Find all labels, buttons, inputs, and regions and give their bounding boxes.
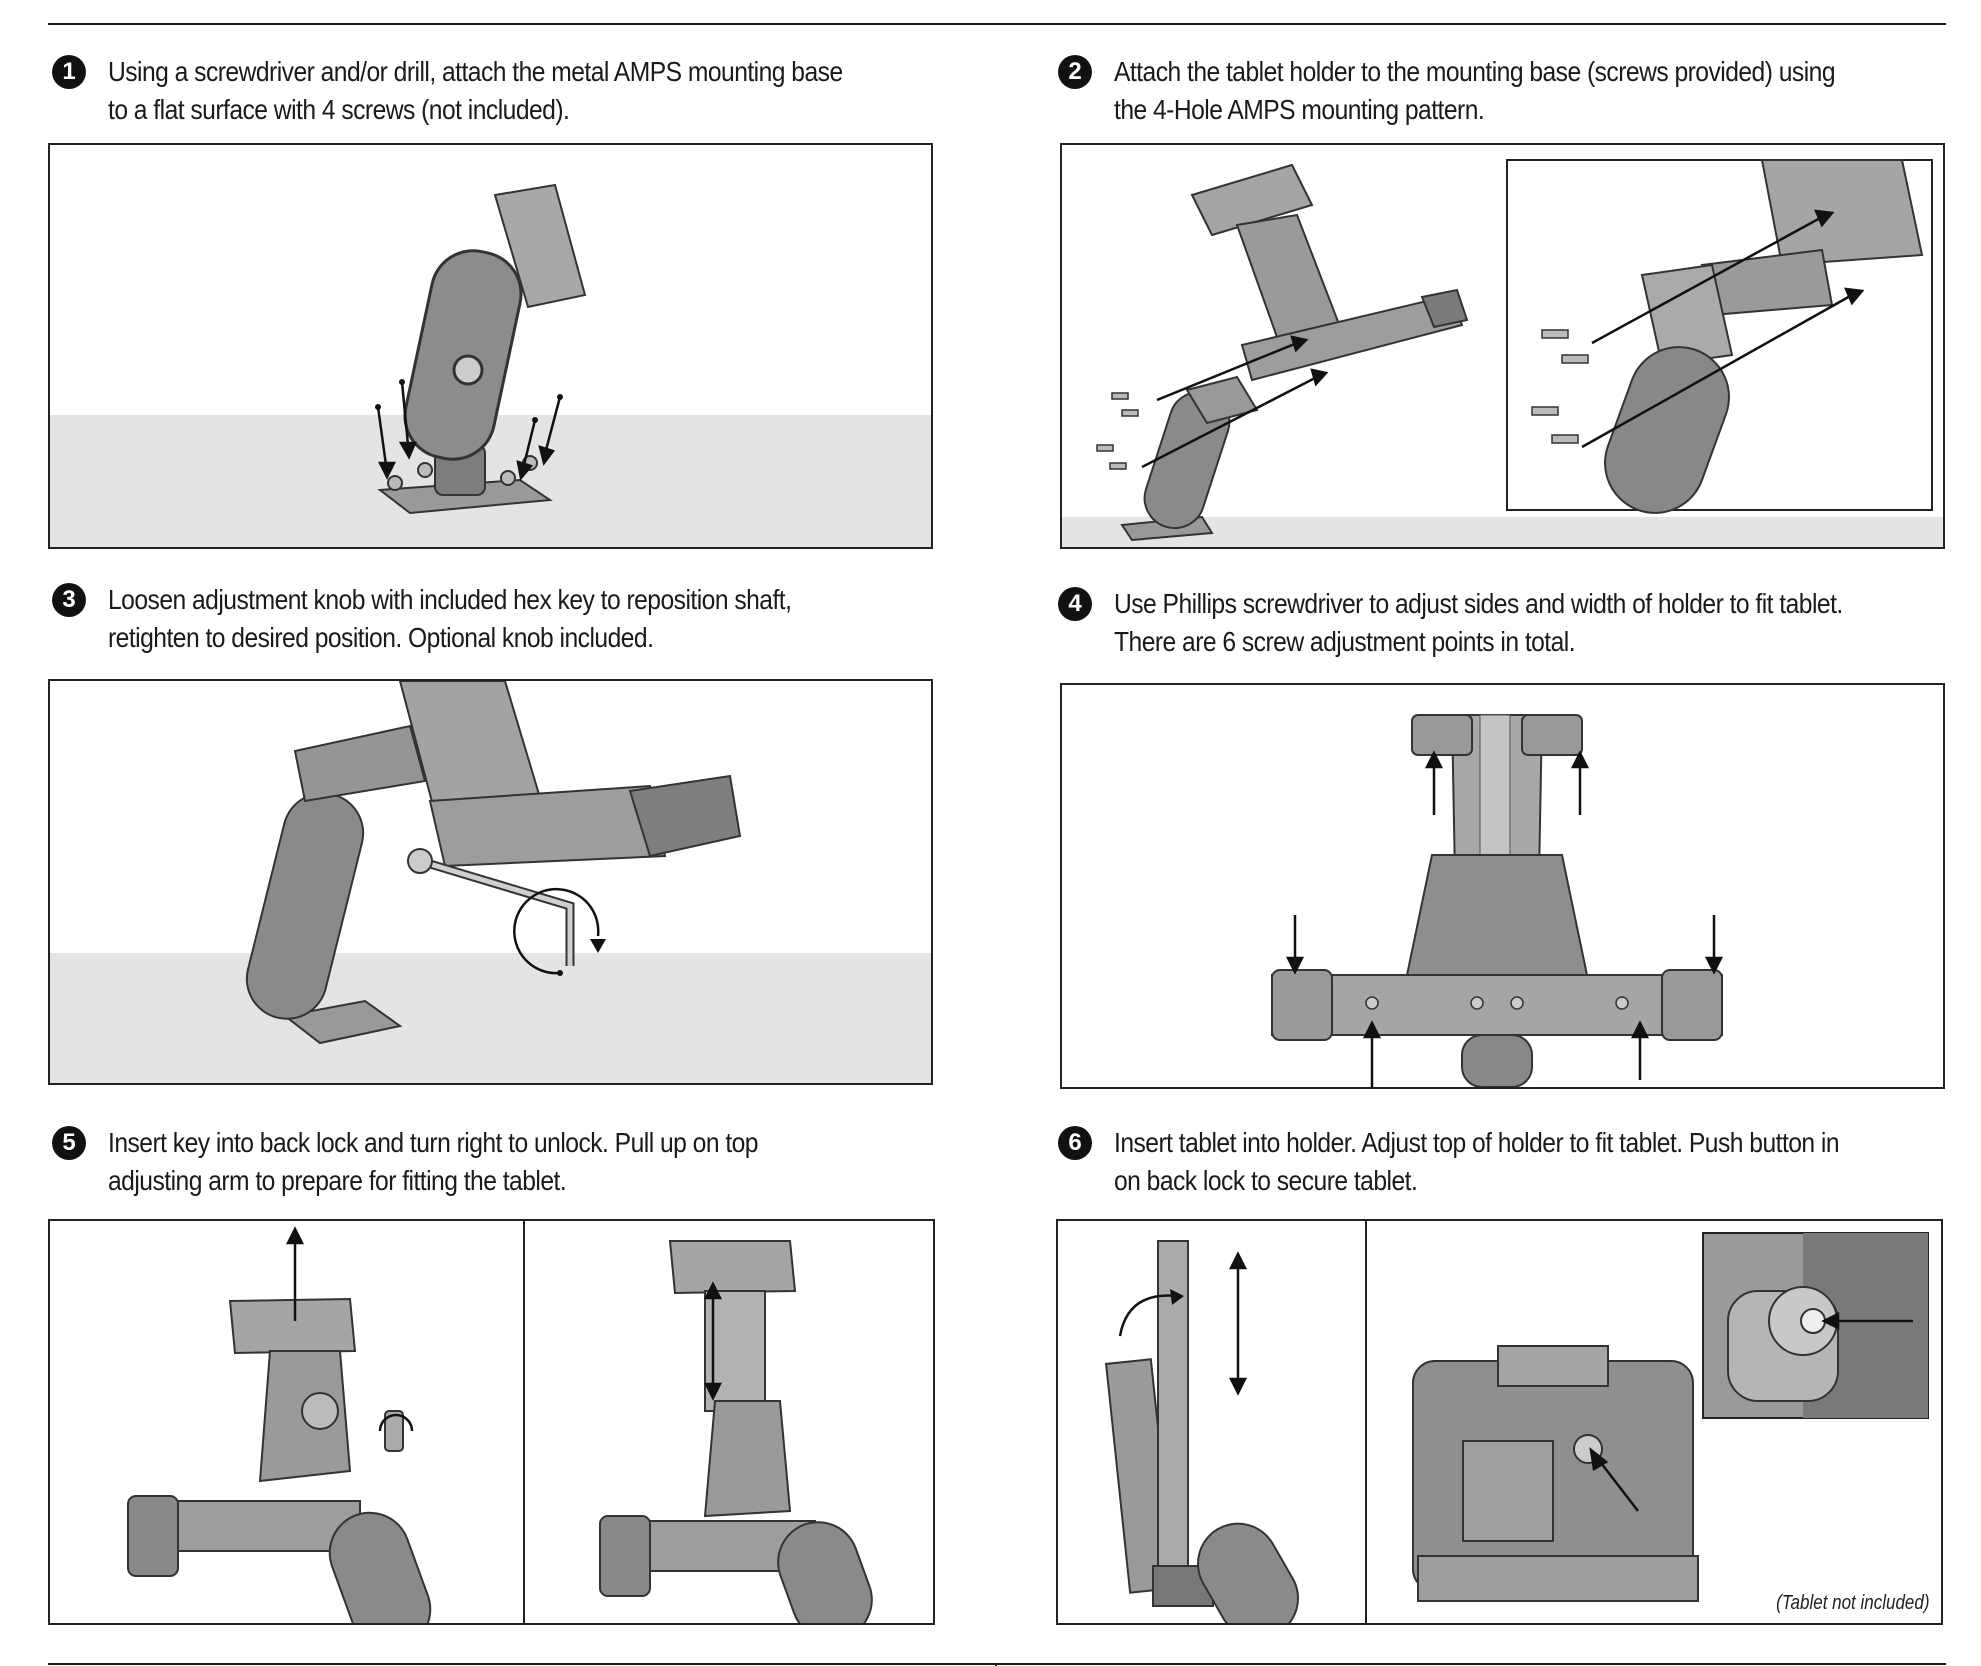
top-rule [48, 23, 1946, 25]
step-6-number: 6 [1058, 1126, 1092, 1160]
step-4-header: 4 Use Phillips screwdriver to adjust sid… [1058, 585, 1942, 661]
step-3-number: 3 [52, 583, 86, 617]
bottom-rule [48, 1663, 1946, 1665]
step-1-line-2: to a flat surface with 4 screws (not inc… [108, 94, 570, 125]
step-6-text: Insert tablet into holder. Adjust top of… [1114, 1124, 1840, 1200]
step-2-text: Attach the tablet holder to the mounting… [1114, 53, 1836, 129]
step-4-number: 4 [1058, 587, 1092, 621]
step-2-illustration [1060, 143, 1945, 549]
step-4-illustration [1060, 683, 1945, 1089]
step-4-line-2: There are 6 screw adjustment points in t… [1114, 626, 1576, 657]
step-6-illustration: (Tablet not included) [1056, 1219, 1943, 1625]
step-3-line-1: Loosen adjustment knob with included hex… [108, 584, 792, 615]
step-5-line-2: adjusting arm to prepare for fitting the… [108, 1165, 567, 1196]
step-1-number: 1 [52, 55, 86, 89]
step-1-header: 1 Using a screwdriver and/or drill, atta… [52, 53, 943, 129]
tablet-not-included-note: (Tablet not included) [1775, 1592, 1929, 1614]
step-4-line-1: Use Phillips screwdriver to adjust sides… [1114, 588, 1843, 619]
step-5-number: 5 [52, 1126, 86, 1160]
step-2-line-2: the 4-Hole AMPS mounting pattern. [1114, 94, 1485, 125]
step-5-text: Insert key into back lock and turn right… [108, 1124, 759, 1200]
step-2-line-1: Attach the tablet holder to the mounting… [1114, 56, 1836, 87]
step-6-line-1: Insert tablet into holder. Adjust top of… [1114, 1127, 1840, 1158]
step-3-header: 3 Loosen adjustment knob with included h… [52, 581, 885, 657]
step-1-illustration [48, 143, 933, 549]
step-5-line-1: Insert key into back lock and turn right… [108, 1127, 759, 1158]
bottom-divider [995, 1663, 997, 1666]
step-2-header: 2 Attach the tablet holder to the mounti… [1058, 53, 1933, 129]
step-6-line-2: on back lock to secure tablet. [1114, 1165, 1418, 1196]
step-6-header: 6 Insert tablet into holder. Adjust top … [1058, 1124, 1938, 1200]
step-3-illustration [48, 679, 933, 1085]
step-3-text: Loosen adjustment knob with included hex… [108, 581, 792, 657]
step-3-line-2: retighten to desired position. Optional … [108, 622, 654, 653]
step-4-text: Use Phillips screwdriver to adjust sides… [1114, 585, 1843, 661]
step-1-line-1: Using a screwdriver and/or drill, attach… [108, 56, 843, 87]
step-5-illustration [48, 1219, 935, 1625]
step-1-text: Using a screwdriver and/or drill, attach… [108, 53, 843, 129]
step-5-header: 5 Insert key into back lock and turn rig… [52, 1124, 847, 1200]
step-2-number: 2 [1058, 55, 1092, 89]
